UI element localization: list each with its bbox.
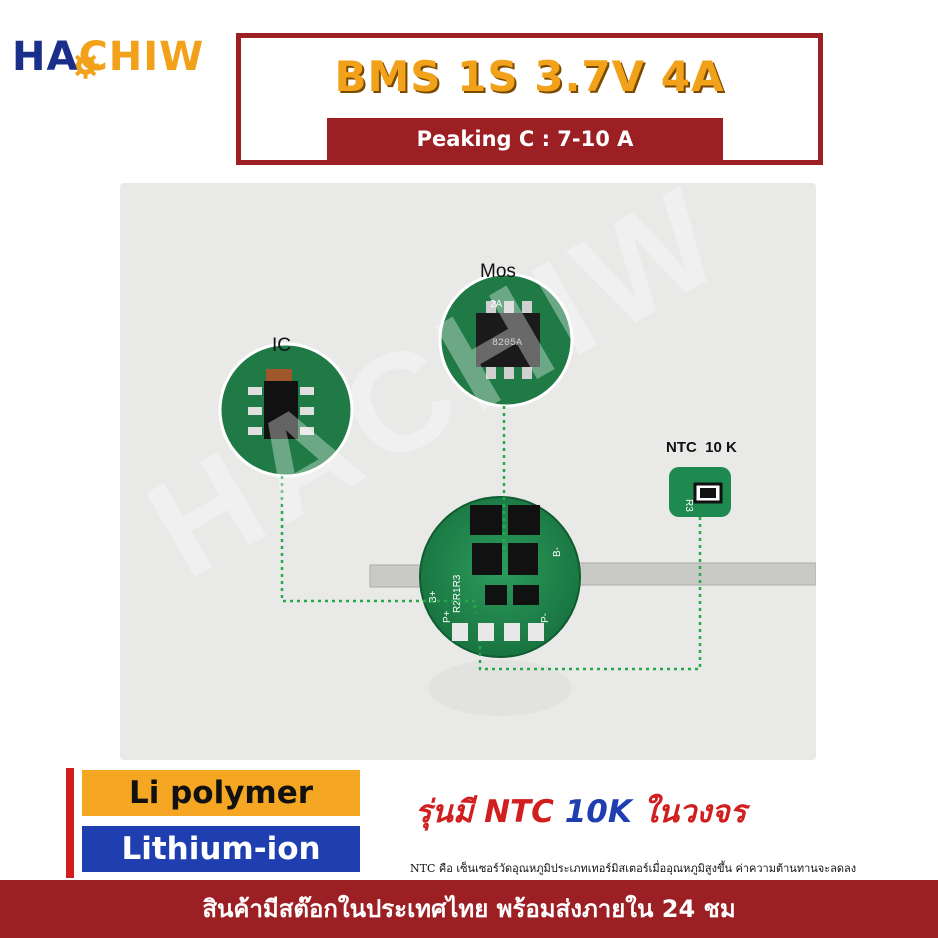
pcb-pads [452, 623, 544, 641]
peaking-current-bar: Peaking C : 7-10 A [327, 118, 723, 160]
ntc-description: NTC คือ เซ็นเซอร์วัดอุณหภูมิประเภทเทอร์ม… [410, 862, 857, 875]
lithium-ion-tag: Lithium-ion [82, 826, 360, 872]
mos-callout-label: Mos [480, 261, 516, 282]
ic-callout-label: IC [272, 335, 291, 356]
accent-bar [66, 768, 74, 878]
product-title: BMS 1S 3.7V 4A [334, 52, 725, 101]
pcb-label-p-minus: P- [540, 613, 551, 623]
ic-zoom-circle [218, 342, 354, 478]
brand-logo: HACHIW [12, 28, 217, 90]
bms-pcb [419, 496, 581, 658]
pcb-chips [470, 505, 540, 605]
title-frame: BMS 1S 3.7V 4A Peaking C : 7-10 A [236, 33, 823, 165]
stock-banner: สินค้ามีสต๊อกในประเทศไทย พร้อมส่งภายใน 2… [0, 880, 938, 938]
headline-red-part: รุ่นมี NTC [415, 794, 554, 830]
ntc-resistor-badge: R3 [669, 467, 731, 517]
pcb-label-b-plus: B+ [428, 590, 439, 603]
headline-red-tail: ในวงจร [642, 794, 747, 830]
gear-icon [72, 52, 99, 79]
li-polymer-tag: Li polymer [82, 770, 360, 816]
product-photo: B- B+ P+ P- R2R1R3 [120, 183, 816, 760]
ntc-headline: รุ่นมี NTC 10K ในวงจร [415, 786, 746, 836]
mos-zoom-circle: 8205A 2A [438, 272, 574, 408]
logo-wordmark: HACHIW [12, 34, 204, 80]
pcb-label-b-minus: B- [552, 547, 563, 557]
pcb-label-p-plus: P+ [442, 610, 453, 623]
bms-board-illustration: B- B+ P+ P- R2R1R3 [218, 272, 816, 716]
ntc-callout-label: NTC 10 K [666, 439, 737, 456]
mos-zoom-marking: 2A [490, 299, 503, 310]
callout-lines [280, 406, 702, 671]
logo-part-1: HA [12, 34, 79, 80]
nickel-strip-right [539, 562, 816, 586]
headline-blue-part: 10K [564, 794, 632, 830]
mos-chip-marking: 8205A [492, 338, 522, 349]
ntc-badge-label: R3 [683, 499, 694, 512]
pcb-label-resistors: R2R1R3 [452, 574, 463, 613]
board-reflection [428, 660, 572, 716]
logo-part-2: CHIW [78, 34, 205, 80]
